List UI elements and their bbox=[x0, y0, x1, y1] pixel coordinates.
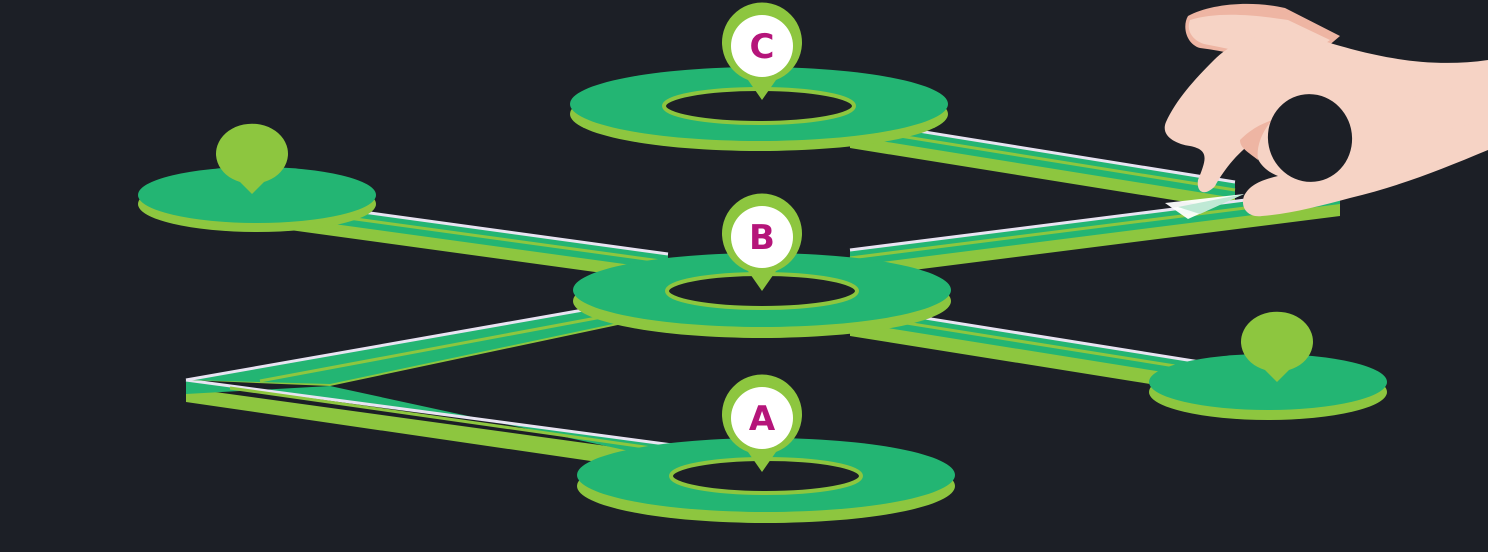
map-pin-icon bbox=[1241, 311, 1313, 382]
road-side bbox=[186, 388, 680, 474]
road-side bbox=[850, 318, 1200, 392]
lane-line bbox=[229, 386, 681, 454]
hand-icon bbox=[1164, 3, 1488, 217]
map-pin-icon bbox=[216, 123, 288, 195]
marker-b: B bbox=[722, 193, 802, 291]
road-top bbox=[186, 300, 660, 384]
marker-label: B bbox=[749, 218, 775, 258]
lane-line bbox=[849, 126, 1236, 192]
end-disc-left bbox=[138, 167, 376, 232]
arrow-icon bbox=[1165, 194, 1244, 219]
road-edge bbox=[185, 298, 641, 382]
lane-line bbox=[259, 306, 651, 383]
end-disc-right bbox=[1149, 354, 1387, 420]
disc-top bbox=[1149, 354, 1387, 410]
ring-b bbox=[573, 253, 951, 338]
road-network bbox=[185, 118, 1341, 474]
marker-label: C bbox=[750, 27, 775, 67]
hand-gap bbox=[1267, 94, 1353, 182]
marker-c: C bbox=[722, 2, 802, 101]
disc-top bbox=[138, 167, 376, 223]
ring-c bbox=[570, 67, 948, 151]
ring-a bbox=[577, 438, 955, 523]
marker-a: A bbox=[722, 374, 802, 472]
road-a-zigzag bbox=[185, 298, 681, 474]
road-edge bbox=[185, 378, 681, 448]
marker-label: A bbox=[749, 399, 776, 439]
